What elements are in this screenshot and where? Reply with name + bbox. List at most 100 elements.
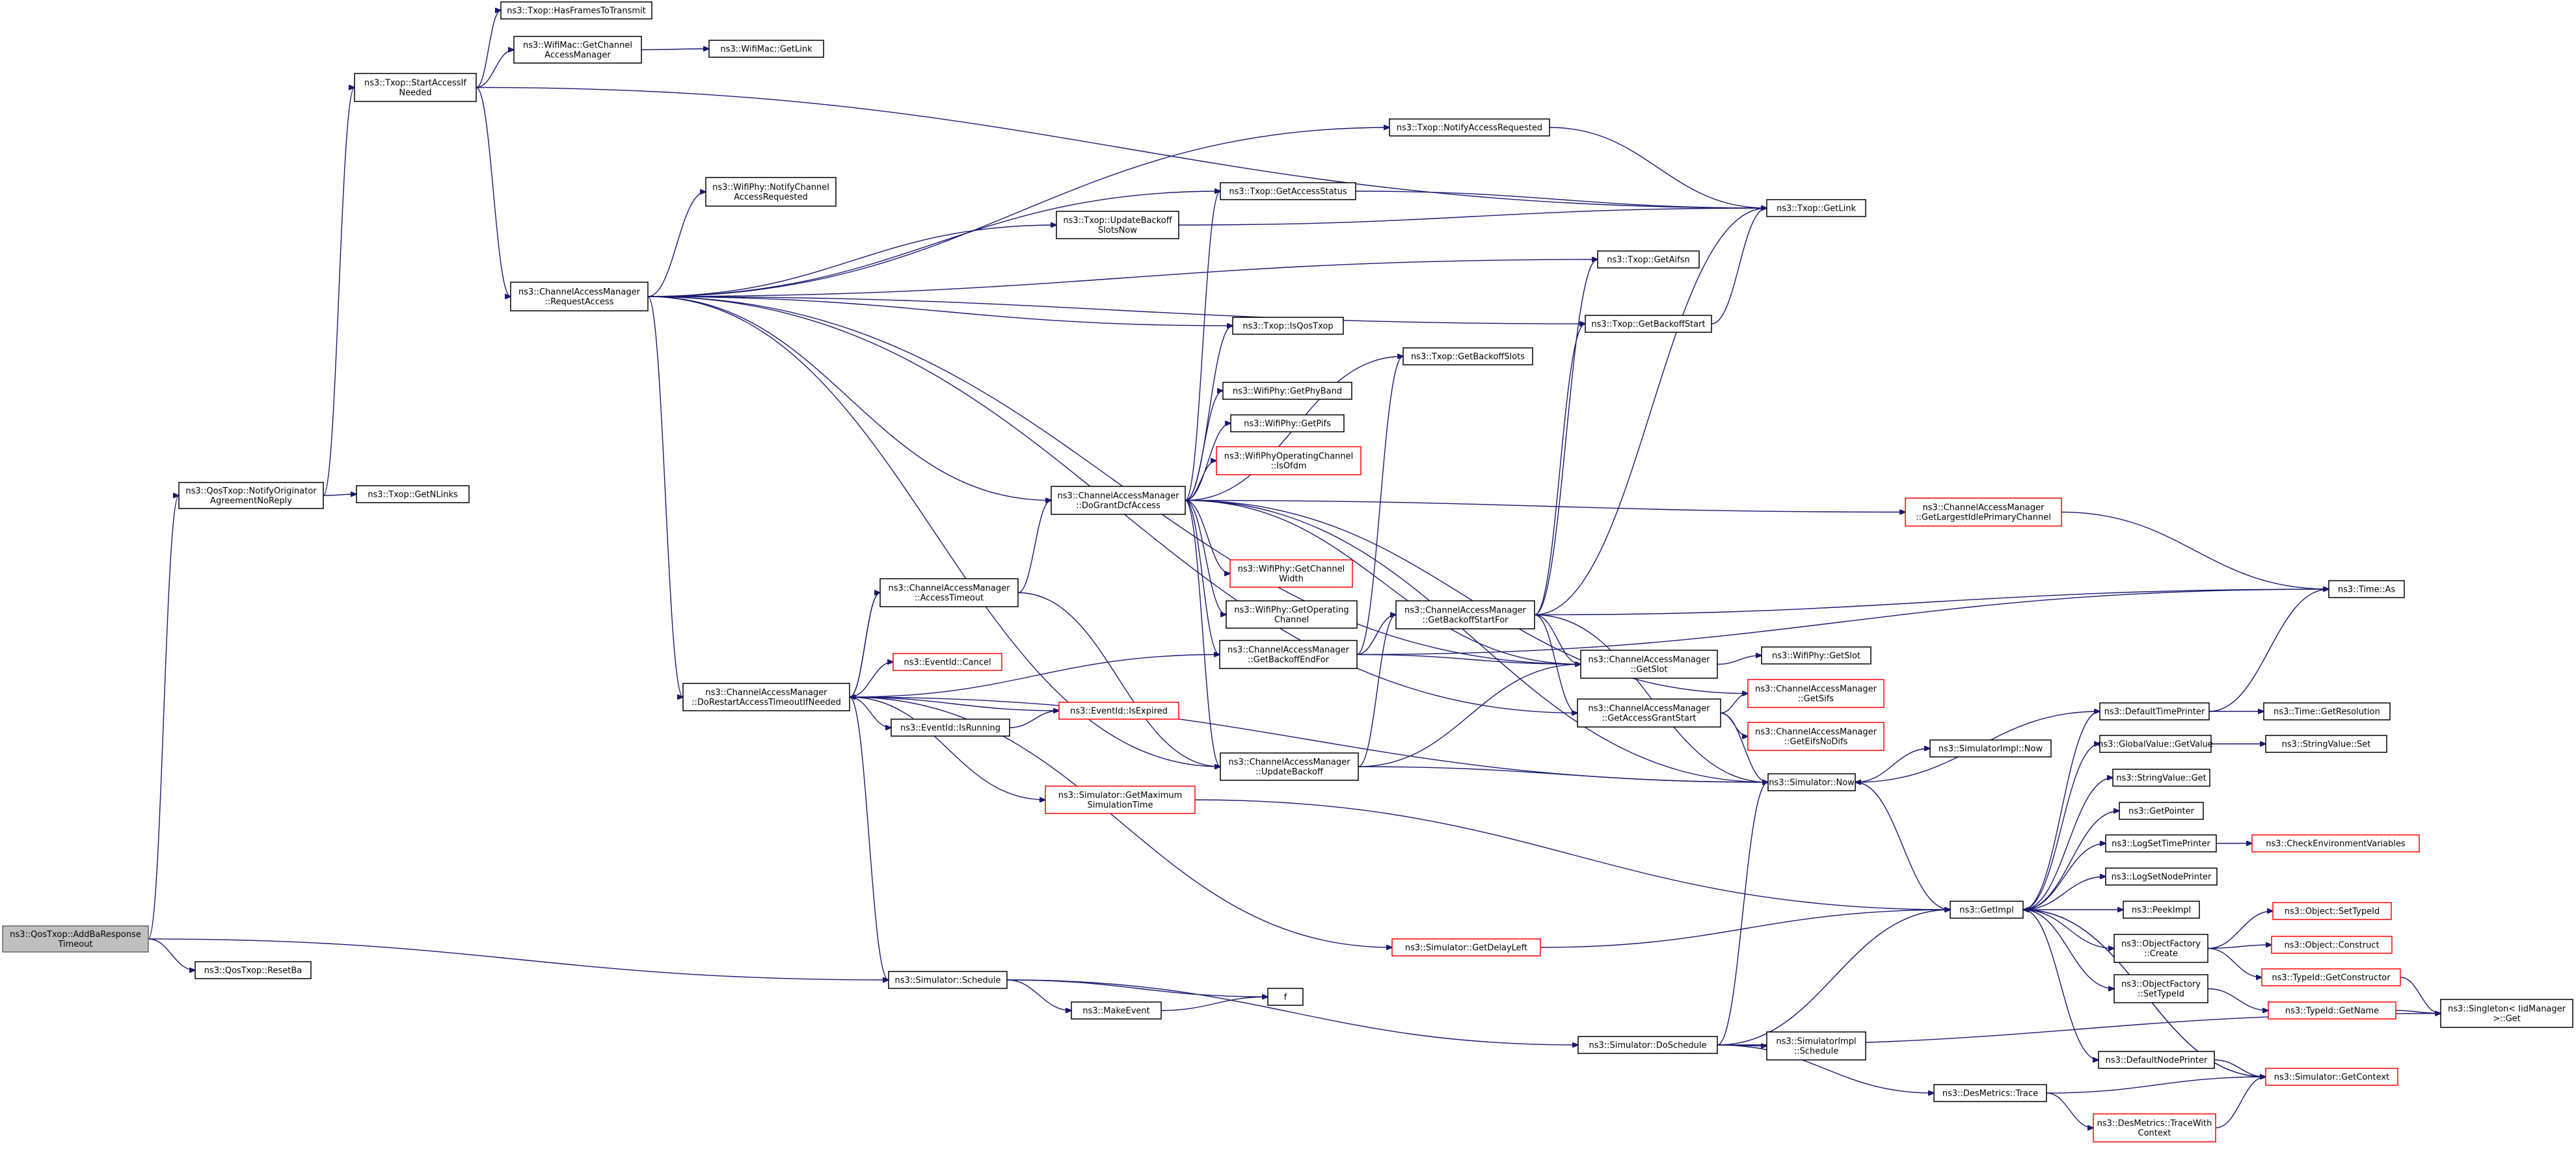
function-node-objfactorysettypeid[interactable]: ns3::ObjectFactory::SetTypeId [2113, 974, 2208, 1003]
call-edge [1855, 748, 1930, 783]
node-box [1747, 722, 1885, 751]
function-node-defaulttimeprinter[interactable]: ns3::DefaultTimePrinter [2099, 702, 2210, 720]
node-box [1056, 211, 1179, 239]
function-node-doschedule[interactable]: ns3::Simulator::DoSchedule [1577, 1036, 1718, 1054]
node-label: ::Create [2144, 949, 2178, 959]
function-node-simimplnow[interactable]: ns3::SimulatorImpl::Now [1929, 739, 2052, 758]
function-node-defaultnodeprinter[interactable]: ns3::DefaultNodePrinter [2098, 1051, 2215, 1069]
function-node-getbackoffstart[interactable]: ns3::Txop::GetBackoffStart [1585, 315, 1712, 333]
node-box [2093, 1113, 2216, 1142]
function-node-getbackoffendfor[interactable]: ns3::ChannelAccessManager::GetBackoffEnd… [1219, 640, 1358, 669]
function-node-stringvalueset[interactable]: ns3::StringValue::Set [2265, 735, 2387, 753]
function-node-timeas[interactable]: ns3::Time::As [2328, 580, 2405, 598]
function-node-getcontext[interactable]: ns3::Simulator::GetContext [2265, 1068, 2398, 1086]
function-node-globalvalue[interactable]: ns3::GlobalValue::GetValue [2098, 735, 2213, 753]
function-node-simnow[interactable]: ns3::Simulator::Now [1767, 773, 1856, 791]
function-node-maclink[interactable]: ns3::WifiMac::GetLink [708, 40, 824, 58]
function-node-getbackoffstartfor[interactable]: ns3::ChannelAccessManager::GetBackoffSta… [1395, 600, 1535, 629]
call-edge [1720, 694, 1748, 714]
call-edge [1358, 766, 1768, 782]
node-label: ns3::DefaultTimePrinter [2104, 707, 2205, 717]
function-node-objconstruct[interactable]: ns3::Object::Construct [2271, 936, 2393, 954]
call-edge [1006, 979, 1578, 1045]
function-node-getpifs[interactable]: ns3::WifiPhy::GetPifs [1230, 414, 1345, 432]
node-label: ns3::LogSetTimePrinter [2112, 839, 2210, 849]
call-edge [1185, 499, 1905, 512]
function-node-getaccessstatus[interactable]: ns3::Txop::GetAccessStatus [1220, 182, 1356, 200]
function-node-singleton[interactable]: ns3::Singleton< IidManager>::Get [2440, 999, 2573, 1028]
call-edge [849, 696, 1392, 947]
function-node-fnode[interactable]: f [1267, 988, 1304, 1006]
function-node-notifyar[interactable]: ns3::Txop::NotifyAccessRequested [1389, 118, 1550, 137]
function-node-getpointer[interactable]: ns3::GetPointer [2119, 802, 2204, 820]
function-node-getphyband[interactable]: ns3::WifiPhy::GetPhyBand [1222, 382, 1352, 400]
call-edge [1534, 614, 1577, 713]
function-node-peekimpl[interactable]: ns3::PeekImpl [2123, 901, 2200, 919]
function-node-accesstimeout[interactable]: ns3::ChannelAccessManager::AccessTimeout [879, 578, 1019, 607]
call-edge [2207, 947, 2262, 978]
function-node-typeidgetname[interactable]: ns3::TypeId::GetName [2268, 1001, 2396, 1020]
function-node-getbackoffslots[interactable]: ns3::Txop::GetBackoffSlots [1402, 347, 1533, 365]
function-node-updatebackoff[interactable]: ns3::ChannelAccessManager::UpdateBackoff [1220, 752, 1359, 781]
function-node-largestidle[interactable]: ns3::ChannelAccessManager::GetLargestIdl… [1905, 497, 2062, 527]
function-node-isofdm[interactable]: ns3::WifiPhyOperatingChannel::IsOfdm [1216, 446, 1362, 475]
function-node-getdelayleft[interactable]: ns3::Simulator::GetDelayLeft [1391, 938, 1541, 957]
function-node-getimpl[interactable]: ns3::GetImpl [1950, 901, 2024, 919]
function-node-getresolution[interactable]: ns3::Time::GetResolution [2263, 702, 2391, 720]
function-node-hasframes[interactable]: ns3::Txop::HasFramesToTransmit [500, 1, 652, 20]
function-node-dorestart[interactable]: ns3::ChannelAccessManager::DoRestartAcce… [682, 683, 850, 711]
function-node-typeidgetconstructor[interactable]: ns3::TypeId::GetConstructor [2261, 968, 2401, 986]
function-node-isrunning[interactable]: ns3::EventId::IsRunning [891, 719, 1010, 737]
function-node-eventcancel[interactable]: ns3::EventId::Cancel [892, 653, 1002, 671]
function-node-logsettimeprinter[interactable]: ns3::LogSetTimePrinter [2105, 834, 2217, 852]
function-node-setobjtypeid[interactable]: ns3::Object::SetTypeId [2272, 902, 2392, 920]
node-box [2251, 834, 2420, 852]
node-label: ns3::ChannelAccessManager [518, 287, 641, 297]
function-node-resetba[interactable]: ns3::QosTxop::ResetBa [195, 961, 312, 979]
function-node-objfactorycreate[interactable]: ns3::ObjectFactory::Create [2113, 934, 2208, 963]
function-node-reqaccess[interactable]: ns3::ChannelAccessManager::RequestAccess [510, 282, 649, 311]
function-node-getslot[interactable]: ns3::ChannelAccessManager::GetSlot [1580, 650, 1718, 679]
node-box [1222, 382, 1352, 400]
function-node-simimplschedule[interactable]: ns3::SimulatorImpl::Schedule [1766, 1031, 1866, 1061]
node-box [1577, 698, 1721, 728]
node-box [682, 683, 850, 711]
function-node-checkenv[interactable]: ns3::CheckEnvironmentVariables [2251, 834, 2420, 852]
node-box [2113, 974, 2208, 1003]
function-node-isexpired[interactable]: ns3::EventId::IsExpired [1058, 702, 1179, 720]
call-edge [2046, 1077, 2266, 1094]
function-node-phygetslot[interactable]: ns3::WifiPhy::GetSlot [1761, 646, 1872, 665]
call-edge [849, 696, 891, 728]
call-edge [1185, 499, 1226, 615]
function-node-simschedule[interactable]: ns3::Simulator::Schedule [888, 971, 1008, 989]
function-node-dogrant[interactable]: ns3::ChannelAccessManager::DoGrantDcfAcc… [1051, 486, 1186, 515]
function-node-notifycar[interactable]: ns3::WifiPhy::NotifyChannelAccessRequest… [705, 177, 837, 207]
function-node-makeevent[interactable]: ns3::MakeEvent [1071, 1001, 1162, 1020]
function-node-notify[interactable]: ns3::QosTxop::NotifyOriginatorAgreementN… [178, 482, 324, 509]
function-node-stringvalueget[interactable]: ns3::StringValue::Get [2112, 769, 2210, 787]
node-box [195, 961, 312, 979]
function-node-isqostxop[interactable]: ns3::Txop::IsQosTxop [1232, 317, 1344, 335]
node-box [500, 1, 652, 20]
function-node-getaccessgrantstart[interactable]: ns3::ChannelAccessManager::GetAccessGran… [1577, 698, 1721, 728]
function-node-getsifs[interactable]: ns3::ChannelAccessManager::GetSifs [1747, 679, 1885, 708]
node-box [1058, 702, 1179, 720]
node-box [1597, 250, 1700, 269]
function-node-geteifsnodifs[interactable]: ns3::ChannelAccessManager::GetEifsNoDifs [1747, 722, 1885, 751]
node-label: ::GetBackoffEndFor [1248, 655, 1330, 665]
node-box [705, 177, 837, 207]
function-node-txopgetlink[interactable]: ns3::Txop::GetLink [1766, 199, 1866, 217]
function-node-getnlinks[interactable]: ns3::Txop::GetNLinks [356, 485, 470, 503]
call-edge [1855, 782, 1950, 910]
function-node-getaifsn[interactable]: ns3::Txop::GetAifsn [1597, 250, 1700, 269]
function-node-logsetnodeprinter[interactable]: ns3::LogSetNodePrinter [2105, 867, 2218, 886]
function-node-desmetricstrace[interactable]: ns3::DesMetrics::Trace [1933, 1084, 2047, 1102]
